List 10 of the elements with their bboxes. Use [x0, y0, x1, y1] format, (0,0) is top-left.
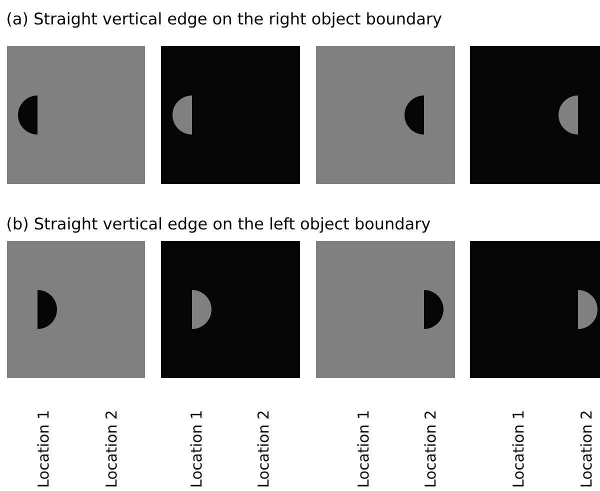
location-label: Location 2: [424, 412, 436, 486]
location-label: Location 1: [512, 411, 524, 486]
panel-heading: (b) Straight vertical edge on the left object boundary: [8, 217, 430, 233]
location-label: Location 1: [37, 411, 49, 486]
location-label: Location 1: [357, 411, 369, 486]
location-label: Location 2: [257, 412, 269, 486]
location-label: Location 1: [190, 411, 202, 486]
location-label: Location 2: [105, 412, 117, 486]
panel-heading: (a) Straight vertical edge on the right object boundary: [8, 12, 442, 28]
location-label: Location 2: [580, 412, 592, 486]
